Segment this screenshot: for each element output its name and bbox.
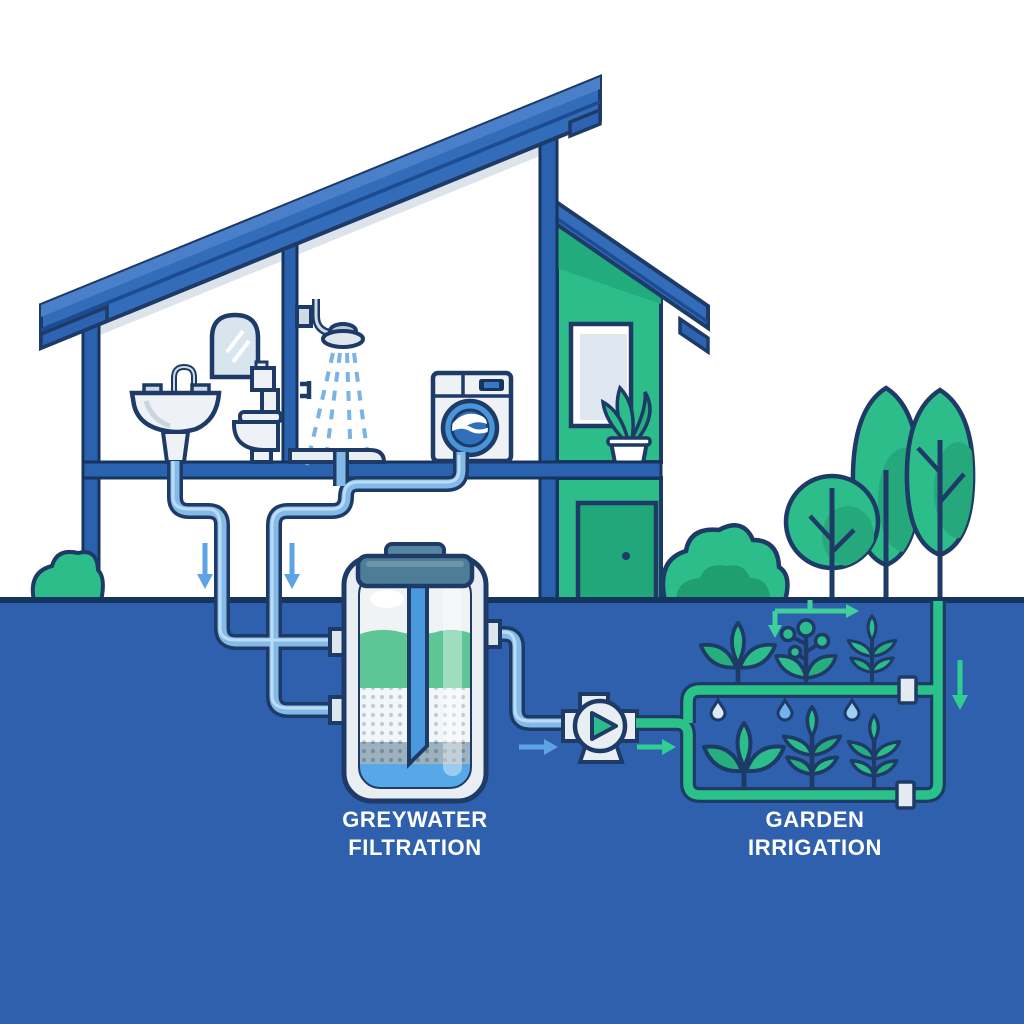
arrow-down-icon — [284, 543, 300, 589]
trees — [783, 385, 976, 601]
central-wall — [538, 126, 559, 603]
filtration-label-line1: GREYWATER — [342, 807, 488, 832]
shower-spray — [305, 352, 371, 466]
arrow-down-icon — [197, 543, 213, 589]
plant-leafy — [698, 621, 778, 688]
flow-arrows-green — [637, 600, 968, 755]
bush-right-shade — [676, 565, 770, 601]
shower-handle — [300, 381, 312, 399]
shower-head — [321, 329, 365, 349]
irrigation-label: GARDEN IRRIGATION — [695, 806, 935, 862]
door-handle — [622, 552, 630, 560]
toilet-tank — [250, 366, 276, 392]
tree-tall-right — [904, 387, 976, 601]
layer-clean-water — [360, 764, 470, 787]
garden-irrigation-loop — [636, 601, 946, 810]
arrow-right-icon — [637, 739, 676, 755]
filtration-label-line2: FILTRATION — [348, 835, 482, 860]
plant-stalk — [781, 705, 843, 793]
filtration-label: GREYWATER FILTRATION — [295, 806, 535, 862]
droplet-icon — [843, 696, 861, 722]
droplet-icon — [709, 696, 727, 722]
bushes — [30, 523, 790, 604]
house-structure — [81, 126, 663, 603]
interior-wall — [281, 230, 299, 464]
garden-plants — [698, 614, 902, 793]
sink-pedestal — [160, 430, 191, 464]
mirror — [209, 312, 261, 380]
irrigation-label-line2: IRRIGATION — [748, 835, 882, 860]
irrigation-label-line1: GARDEN — [765, 807, 865, 832]
roof-peak-step — [568, 107, 602, 139]
pipe-connector — [895, 780, 916, 810]
filtration-tank — [328, 542, 502, 804]
washing-machine — [430, 370, 514, 464]
potted-plant — [600, 384, 652, 465]
toilet — [231, 360, 283, 464]
ground-line — [0, 597, 1024, 603]
roof-right-eave-step — [678, 315, 710, 356]
roof-left-eave-step — [39, 304, 109, 351]
plant-stalk — [846, 614, 898, 688]
toilet-bowl — [231, 420, 280, 452]
door — [575, 500, 659, 604]
water-droplets — [709, 696, 861, 722]
play-triangle-icon — [590, 711, 618, 741]
bush-left — [30, 549, 105, 603]
pump — [561, 692, 639, 764]
droplet-icon — [776, 696, 794, 722]
plant-berries — [774, 618, 838, 688]
greywater-drain-pipes — [167, 452, 566, 731]
plant-stalk — [846, 713, 902, 793]
shower — [288, 299, 387, 466]
tree-round — [783, 473, 881, 601]
arrow-down-icon — [952, 660, 968, 710]
bathroom-sink — [129, 363, 222, 464]
drain-arrows — [197, 543, 558, 755]
flow-split-arrows-icon — [768, 600, 859, 638]
roof-main — [39, 74, 602, 351]
shower-bracket — [295, 305, 313, 328]
pipe-connector — [897, 675, 918, 705]
plant-leafy — [702, 721, 786, 793]
arrow-right-icon — [519, 739, 558, 755]
tank-cap — [355, 553, 475, 589]
